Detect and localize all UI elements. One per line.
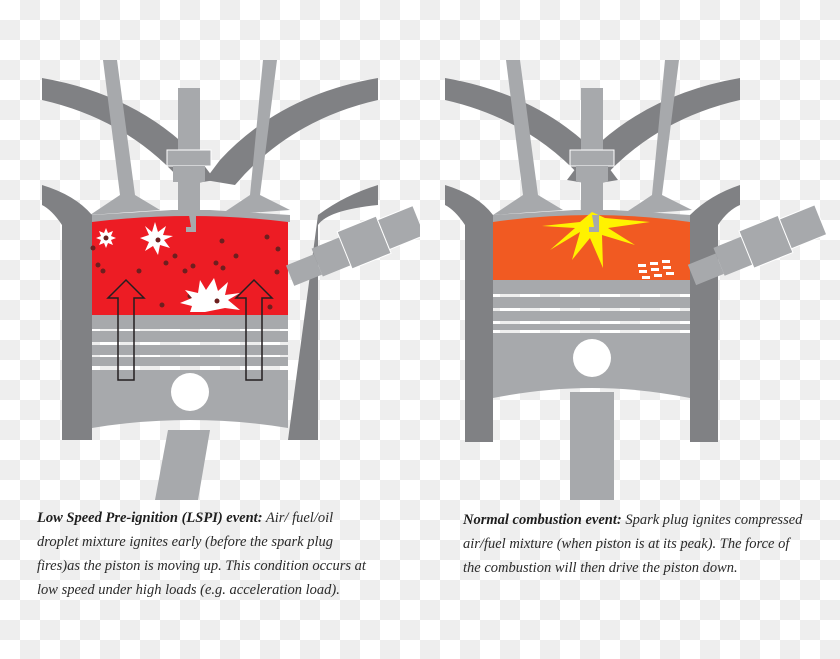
normal-engine-illustration xyxy=(445,60,828,500)
normal-caption-title: Normal combustion event: xyxy=(463,512,622,528)
lspi-caption-title: Low Speed Pre-ignition (LSPI) event: xyxy=(37,510,263,526)
lspi-diagram xyxy=(0,0,420,500)
lspi-engine-illustration xyxy=(42,60,420,500)
lspi-caption: Low Speed Pre-ignition (LSPI) event: Air… xyxy=(37,506,377,602)
normal-caption-body: Spark plug ignites compressed air/fuel m… xyxy=(463,512,803,576)
normal-combustion-diagram xyxy=(420,0,840,500)
lspi-caption-body: Air/ fuel/oil droplet mixture ignites ea… xyxy=(37,510,366,598)
normal-combustion-caption: Normal combustion event: Spark plug igni… xyxy=(463,508,803,580)
